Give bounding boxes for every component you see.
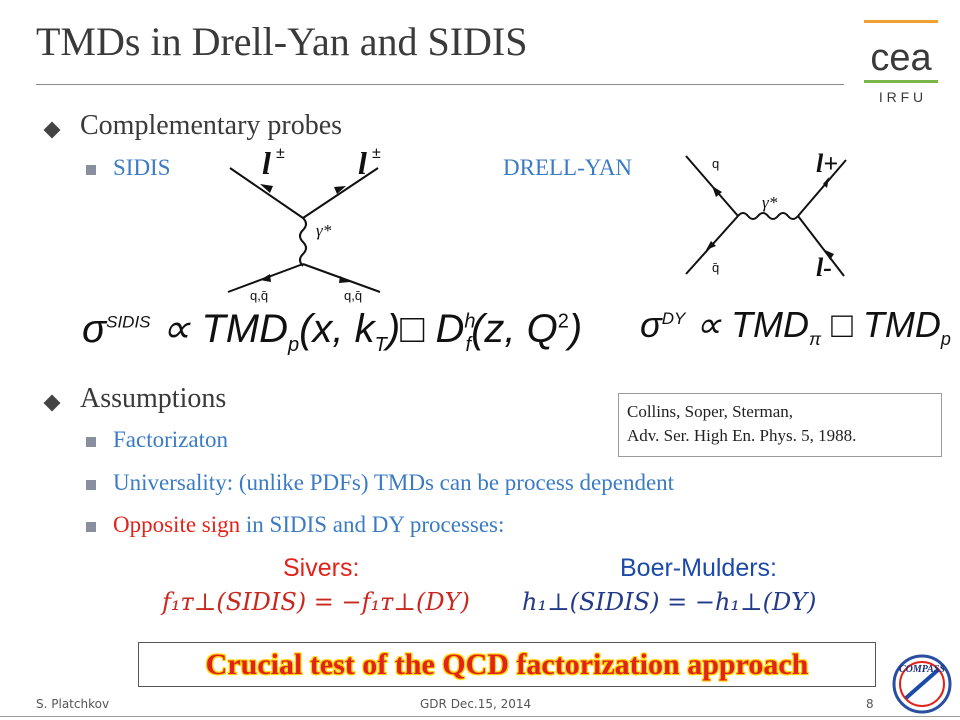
svg-text:γ*: γ* (762, 193, 778, 212)
bullet-complementary-probes: Complementary probes (80, 110, 343, 141)
slide-title: TMDs in Drell-Yan and SIDIS (36, 19, 528, 64)
svg-text:q: q (712, 156, 719, 171)
formula-sub-t: T (374, 334, 387, 356)
svg-text:l: l (262, 145, 271, 181)
logo-irfu-text: I R F U (879, 89, 923, 105)
formula-sidis-cross-section: σSIDIS ∝ TMDp(x, kT)□ Dhf(z, Q2) (82, 306, 582, 357)
bullet-square-icon (86, 522, 96, 532)
cea-irfu-logo: cea I R F U (858, 16, 942, 108)
footer-page-number: 8 (866, 697, 874, 711)
formula-dy-sub-p: p (940, 329, 951, 350)
conclusion-box (138, 642, 876, 687)
compass-logo-text: COMPASS (899, 664, 945, 675)
formula-sub-p: p (287, 334, 300, 356)
formula-squared: 2 (557, 310, 569, 333)
logo-cea-text: cea (870, 37, 932, 79)
formula-dy-sigma: σ (640, 304, 662, 345)
boer-mulders-relation: h₁⊥(SIDIS) = −h₁⊥(DY) (522, 588, 817, 616)
logo-orange-bar (864, 20, 938, 23)
bullet-square-icon (86, 437, 96, 447)
formula-dy-tmd2: TMD (862, 304, 941, 345)
reference-line-2: Adv. Ser. High En. Phys. 5, 1988. (627, 426, 857, 445)
formula-sup-sidis: SIDIS (106, 312, 151, 332)
boer-mulders-label: Boer-Mulders: (620, 554, 777, 582)
formula-args: (x, k (299, 307, 375, 351)
formula-tmd: ∝ TMD (150, 307, 288, 351)
svg-text:l+: l+ (816, 149, 838, 178)
svg-text:±: ± (276, 145, 285, 162)
footer-author: S. Platchkov (36, 697, 110, 711)
bullet-factorization: Factorizaton (113, 427, 228, 452)
svg-text:q̄: q̄ (712, 260, 719, 275)
bullet-diamond-icon (43, 121, 61, 139)
formula-dy-sub-pi: π (809, 329, 822, 350)
svg-text:q,q̄: q,q̄ (250, 288, 268, 303)
label-drell-yan: DRELL-YAN (503, 155, 633, 180)
sivers-relation: f₁ᴛ⊥(SIDIS) = −f₁ᴛ⊥(DY) (162, 588, 470, 616)
compass-logo: COMPASS (890, 650, 954, 714)
bullet-universality: Universality: (unlike PDFs) TMDs can be … (113, 470, 675, 495)
logo-green-bar (864, 80, 938, 83)
formula-box-symbol: □ (400, 307, 425, 351)
label-sidis: SIDIS (113, 155, 171, 180)
bullet-assumptions: Assumptions (80, 383, 227, 414)
bullet-diamond-icon (43, 394, 61, 412)
footer-event: GDR Dec.15, 2014 (420, 697, 532, 711)
reference-box: Collins, Soper, Sterman, Adv. Ser. High … (618, 393, 942, 457)
bullet-opposite-sign: Opposite sign in SIDIS and DY processes: (113, 512, 504, 538)
formula-end: ) (568, 307, 583, 351)
svg-text:±: ± (372, 145, 381, 162)
svg-text:q,q̄: q,q̄ (344, 288, 362, 303)
formula-close: ) (386, 307, 401, 351)
svg-text:l: l (358, 145, 367, 181)
drell-yan-feynman-diagram: q q̄ γ* l+ l- (676, 142, 856, 282)
formula-sub-f: f (465, 334, 472, 356)
reference-line-1: Collins, Soper, Sterman, (627, 402, 794, 421)
formula-sigma: σ (82, 307, 107, 351)
footer-divider (0, 716, 960, 717)
opposite-sign-rest: in SIDIS and DY processes: (240, 512, 505, 537)
formula-dy-tmd: ∝ TMD (685, 304, 810, 345)
formula-dy-sup: DY (661, 309, 686, 328)
opposite-sign-highlight: Opposite sign (113, 512, 241, 537)
formula-dy-cross-section: σDY ∝ TMDπ □ TMDp (640, 304, 951, 350)
formula-dy-box: □ (821, 304, 863, 345)
svg-text:γ*: γ* (316, 221, 332, 240)
bullet-square-icon (86, 165, 96, 175)
sidis-feynman-diagram: l ± l ± γ* q,q̄ q,q̄ (200, 140, 420, 305)
bullet-square-icon (86, 480, 96, 490)
formula-zq: (z, Q (471, 307, 558, 351)
title-divider (36, 84, 844, 85)
sivers-label: Sivers: (283, 554, 360, 582)
svg-text:l-: l- (816, 253, 832, 282)
formula-sup-h: h (464, 310, 476, 333)
formula-d: D (424, 307, 465, 351)
conclusion-text: Crucial test of the QCD factorization ap… (205, 648, 809, 681)
